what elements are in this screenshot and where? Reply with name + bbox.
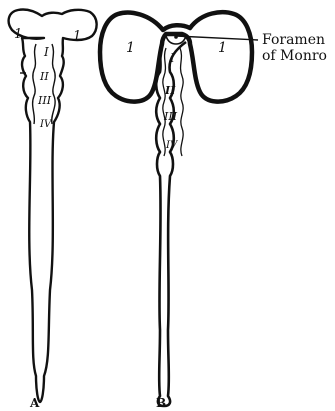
panel-b: 1 1 I II III IV Foramen of Monro B [100, 12, 327, 410]
panel-b-vesicle-1-label: I [169, 51, 175, 65]
foramen-annotation-line1: Foramen [262, 32, 325, 48]
foramen-annotation-line2: of Monro [262, 48, 327, 64]
panel-b-hemisphere-left-label: 1 [126, 40, 135, 56]
panel-a-vesicle-2-label: II [39, 70, 49, 83]
panel-a-vesicle-4-label: IV [39, 119, 53, 130]
panel-a-vesicle-1-label: I [43, 45, 49, 59]
panel-a: 1 1 I II III IV A [9, 9, 97, 410]
panel-a-vesicle-3-label: III [37, 94, 52, 107]
panel-a-inner-right [52, 44, 55, 124]
panel-b-tube-inner-right [180, 48, 183, 156]
panel-a-label: A [29, 396, 40, 410]
panel-a-inner-left [33, 44, 36, 124]
panel-b-vesicle-2-label: II [164, 84, 176, 97]
panel-b-vesicle-4-label: IV [165, 140, 179, 151]
foramen-pointer-dot [174, 35, 178, 39]
panel-b-hemispheres-outline [100, 12, 252, 101]
panel-b-label: B [156, 396, 166, 410]
panel-b-hemisphere-right-label: 1 [218, 40, 227, 56]
panel-a-hemisphere-left-label: 1 [14, 27, 22, 42]
panel-a-hemisphere-right-label: 1 [73, 29, 81, 44]
panel-b-vesicle-3-label: III [163, 110, 178, 123]
